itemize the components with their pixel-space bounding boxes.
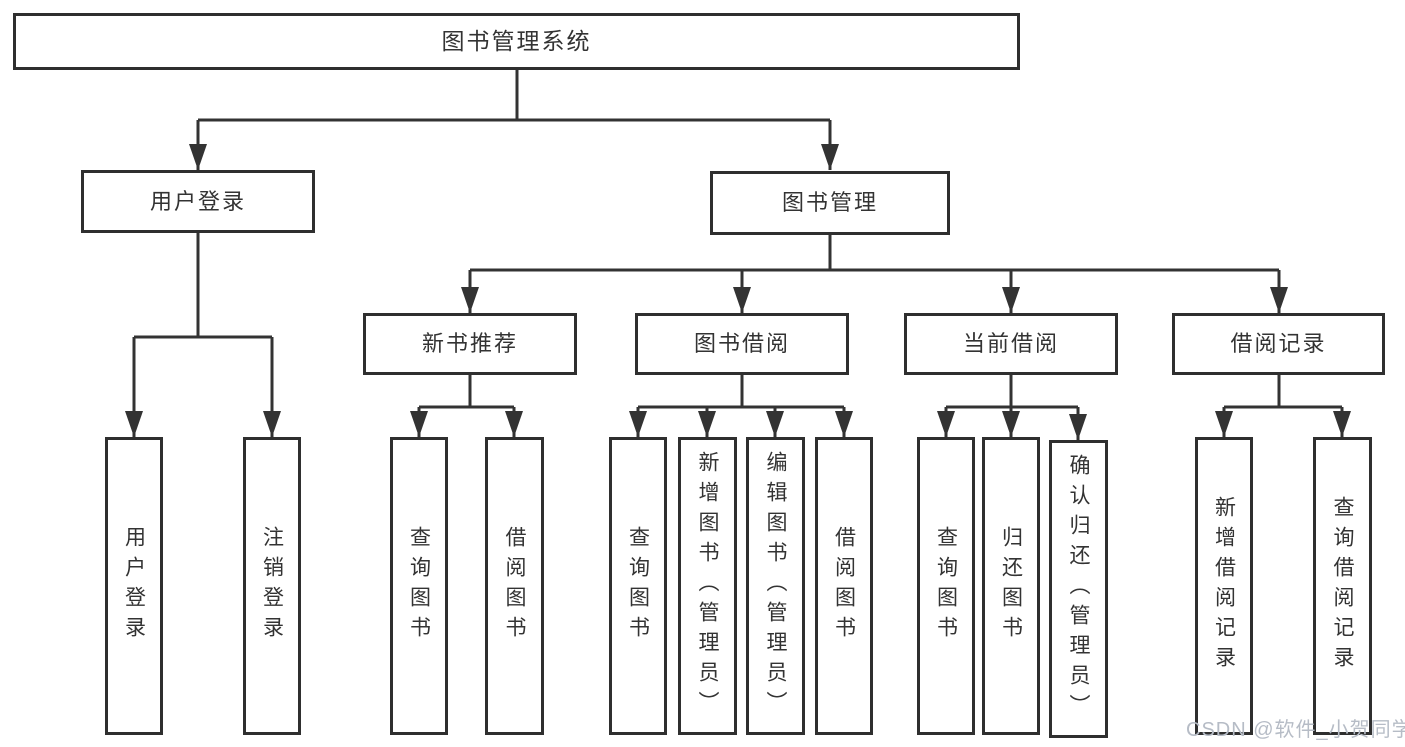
node-new-book-rec: 新书推荐 <box>363 313 577 375</box>
node-current-borrow: 当前借阅 <box>904 313 1118 375</box>
node-leaf-borrow-books: 借阅图书 <box>815 437 873 735</box>
connector-borrow-records-children <box>1215 375 1351 437</box>
node-book-mgmt: 图书管理 <box>710 171 950 235</box>
node-leaf-logout: 注销登录 <box>243 437 301 735</box>
connector-root-to-level2 <box>189 70 839 170</box>
node-leaf-borrow-books-rec: 借阅图书 <box>485 437 544 735</box>
node-leaf-add-book-admin: 新增图书（管理员） <box>678 437 737 735</box>
connector-book-borrow-children <box>629 375 853 437</box>
connector-user-login-children <box>125 233 281 437</box>
csdn-watermark: CSDN @软件_小贺同学 <box>1186 719 1405 741</box>
connector-current-borrow-children <box>937 375 1087 440</box>
node-leaf-query-books-borrow: 查询图书 <box>609 437 667 735</box>
node-leaf-user-login: 用户登录 <box>105 437 163 735</box>
node-leaf-query-borrow-record: 查询借阅记录 <box>1313 437 1372 735</box>
node-leaf-edit-book-admin: 编辑图书（管理员） <box>746 437 805 735</box>
node-user-login: 用户登录 <box>81 170 315 233</box>
connector-new-book-rec-children <box>410 375 523 437</box>
connector-book-mgmt-children <box>461 235 1288 313</box>
node-root-system: 图书管理系统 <box>13 13 1020 70</box>
node-leaf-add-borrow-record: 新增借阅记录 <box>1195 437 1253 735</box>
node-borrow-records: 借阅记录 <box>1172 313 1385 375</box>
node-leaf-query-books-rec: 查询图书 <box>390 437 448 735</box>
node-leaf-return-books: 归还图书 <box>982 437 1040 735</box>
node-leaf-query-books-current: 查询图书 <box>917 437 975 735</box>
node-leaf-confirm-return-admin: 确认归还（管理员） <box>1049 440 1108 738</box>
node-book-borrow: 图书借阅 <box>635 313 849 375</box>
